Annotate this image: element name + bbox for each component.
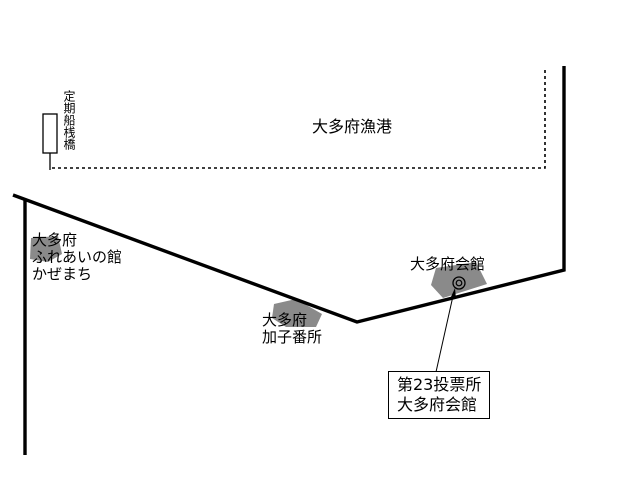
polling-line2: 大多府会館 [397,395,478,414]
kaikan-label: 大多府会館 [410,255,486,273]
pier-structure [42,113,58,154]
leader-arrowhead [450,288,456,299]
kako-building [272,299,322,327]
polling-line1: 第23投票所 [397,375,482,394]
kako-line1: 大多府 [262,311,308,329]
polling-marker-inner [455,279,463,287]
harbor-boundary [52,68,546,169]
fureai-line1: 大多府 [32,231,78,249]
polling-marker-outer [452,276,466,290]
pier-label: 定期船桟橋 [62,90,76,150]
fureai-line2: ふれあいの館 [32,248,123,266]
polling-station-box: 第23投票所 大多府会館 [388,371,491,419]
fureai-line3: かぜまち [32,265,93,283]
kako-label: 大多府 加子番所 [262,312,322,346]
harbor-label: 大多府漁港 [312,117,393,136]
coast-line [12,66,566,324]
kako-line2: 加子番所 [262,328,323,346]
fureai-building [30,236,62,262]
leader-line [435,295,454,373]
fureai-label: 大多府 ふれあいの館 かぜまち [32,232,122,283]
